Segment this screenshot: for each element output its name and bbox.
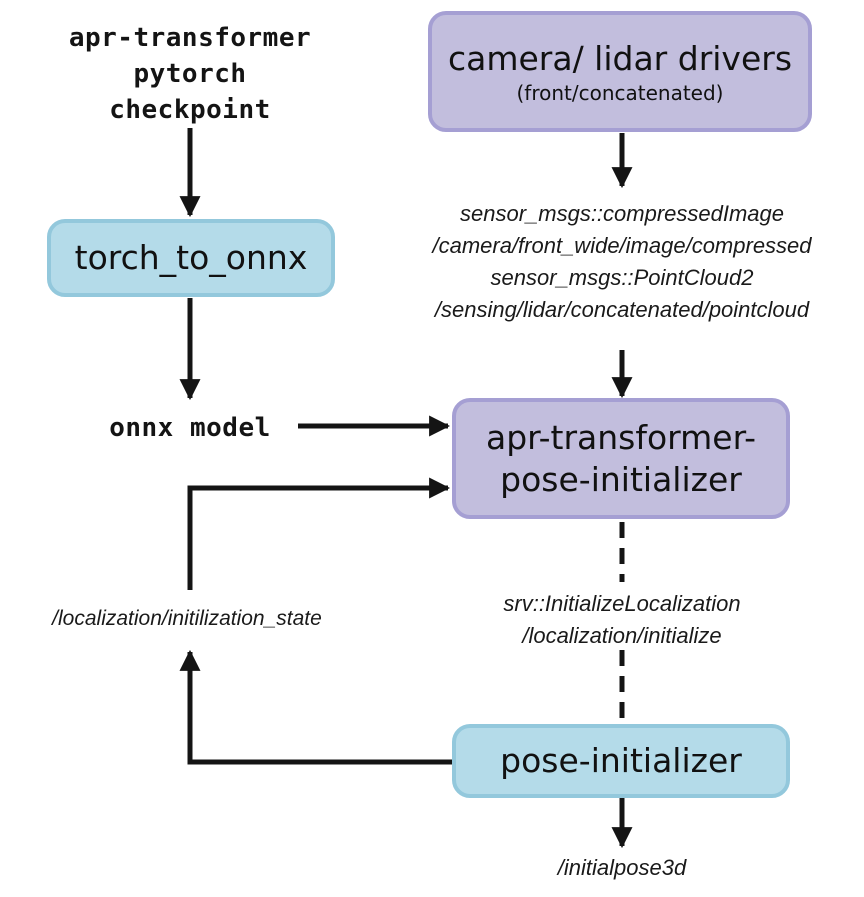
initialization-state-label: /localization/initilization_state: [52, 607, 322, 630]
sensor-topics-label: sensor_msgs::compressedImage /camera/fro…: [392, 198, 852, 326]
camera-lidar-drivers-node: camera/ lidar drivers (front/concatenate…: [428, 11, 812, 132]
camera-lidar-drivers-subtitle: (front/concatenated): [516, 80, 724, 105]
sensor-topic-line-3: sensor_msgs::PointCloud2: [490, 265, 754, 290]
sensor-topic-line-4: /sensing/lidar/concatenated/pointcloud: [434, 297, 810, 322]
checkpoint-label: apr-transformer pytorch checkpoint: [40, 20, 340, 128]
apr-pose-title-line-1: apr-transformer-: [486, 417, 756, 457]
service-name-line: /localization/initialize: [522, 623, 722, 648]
arrow-pose-initializer-to-initialization-state: [179, 649, 452, 765]
sensor-topic-line-2: /camera/front_wide/image/compressed: [432, 233, 812, 258]
apr-transformer-pose-initializer-node: apr-transformer- pose-initializer: [452, 398, 790, 519]
initialpose-label: /initialpose3d: [557, 855, 687, 880]
service-label: srv::InitializeLocalization /localizatio…: [440, 588, 804, 652]
checkpoint-label-line-3: checkpoint: [109, 95, 271, 125]
onnx-model-label: onnx model: [109, 413, 271, 443]
torch-to-onnx-title: torch_to_onnx: [74, 238, 308, 277]
torch-to-onnx-node: torch_to_onnx: [47, 219, 335, 297]
sensor-topic-line-1: sensor_msgs::compressedImage: [459, 201, 785, 226]
pose-initializer-node: pose-initializer: [452, 724, 790, 798]
arrow-initialization-state-to-apr-pose: [187, 477, 451, 590]
checkpoint-label-line-2: pytorch: [133, 59, 247, 89]
camera-lidar-drivers-title: camera/ lidar drivers: [447, 38, 793, 78]
checkpoint-label-line-1: apr-transformer: [68, 23, 312, 53]
service-type-line: srv::InitializeLocalization: [503, 591, 741, 616]
pose-initializer-title: pose-initializer: [500, 741, 742, 780]
apr-pose-title-line-2: pose-initializer: [500, 459, 742, 499]
